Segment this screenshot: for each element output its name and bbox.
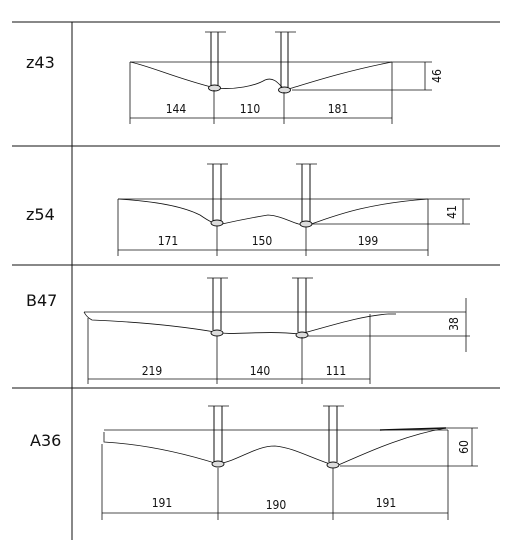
- span-value: 111: [326, 364, 347, 378]
- section-label: z54: [26, 205, 55, 224]
- height-value: 41: [445, 205, 459, 219]
- pier: [275, 31, 296, 94]
- section-B47: B47 38 219 140 111: [26, 277, 470, 384]
- pier: [205, 31, 226, 92]
- section-label: z43: [26, 53, 55, 72]
- height-value: 46: [430, 69, 444, 83]
- pier: [323, 405, 344, 469]
- pier: [208, 405, 229, 468]
- span-value: 191: [152, 496, 173, 510]
- span-value: 144: [166, 102, 187, 116]
- pier: [296, 163, 317, 228]
- span-value: 150: [252, 234, 273, 248]
- span-value: 219: [142, 364, 163, 378]
- section-z43: z43 46 144 110 181: [26, 31, 444, 124]
- section-label: B47: [26, 291, 57, 310]
- riverbed-profile: [83, 311, 389, 335]
- section-z54: z54 41 171 150 199: [26, 163, 470, 256]
- table-frame: [12, 21, 500, 540]
- section-A36: A36 60 191 190 191: [30, 405, 478, 520]
- pier: [207, 277, 228, 337]
- span-value: 191: [376, 496, 397, 510]
- section-label: A36: [30, 431, 61, 450]
- riverbed-profile: [103, 427, 447, 467]
- riverbed-profile: [129, 61, 393, 91]
- pier: [207, 163, 228, 227]
- span-value: 140: [250, 364, 271, 378]
- height-value: 38: [447, 317, 461, 331]
- span-value: 181: [328, 102, 349, 116]
- riverbed-profile: [117, 198, 429, 226]
- span-value: 110: [240, 102, 261, 116]
- height-value: 60: [457, 440, 471, 454]
- span-value: 190: [266, 498, 287, 512]
- pier: [292, 277, 313, 339]
- span-value: 199: [358, 234, 379, 248]
- span-value: 171: [158, 234, 179, 248]
